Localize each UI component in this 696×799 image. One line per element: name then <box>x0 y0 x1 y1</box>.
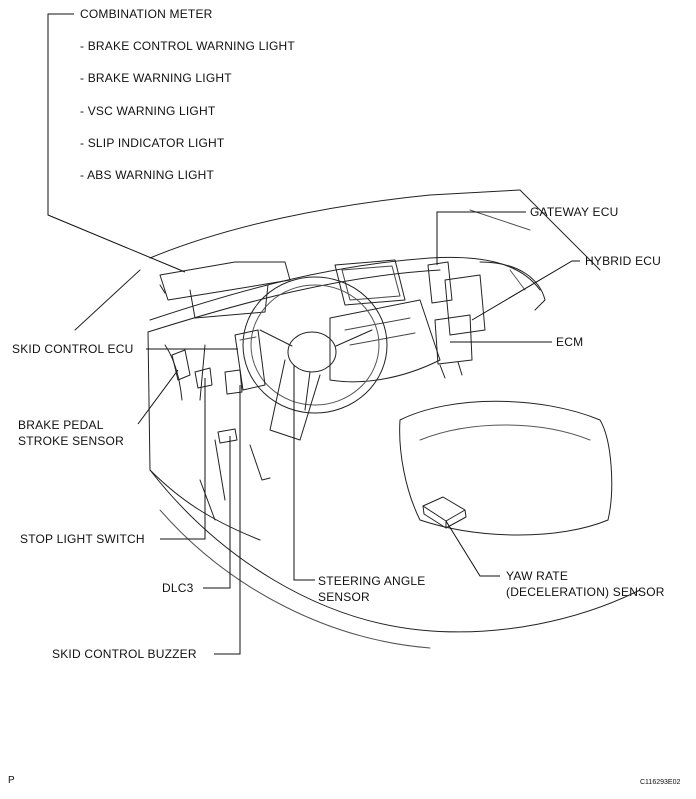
center-console <box>329 299 441 383</box>
brake-pedal-stroke-sensor-label-line2: STROKE SENSOR <box>18 434 124 448</box>
windshield-frame <box>149 189 521 259</box>
hybrid-ecu-label: HYBRID ECU <box>585 254 662 268</box>
figure-code: C116293E02 <box>640 779 681 786</box>
combination-meter-housing <box>159 261 291 301</box>
combination-meter-item: - ABS WARNING LIGHT <box>80 168 215 182</box>
combination-meter-label: COMBINATION METER <box>80 7 213 21</box>
dlc3-connector <box>217 428 238 444</box>
gateway-ecu-box <box>427 261 453 304</box>
hybrid-ecu-box <box>444 274 486 336</box>
leader-stop-light-switch <box>160 378 206 540</box>
leader-combination-meter <box>47 13 186 273</box>
leader-gateway-ecu <box>436 211 526 265</box>
leader-skid-control-buzzer <box>214 385 241 655</box>
leader-yaw-rate <box>445 520 500 577</box>
steering-angle-sensor-label-line2: SENSOR <box>318 590 370 604</box>
leader-steering-angle <box>293 365 315 581</box>
page-mark: P <box>8 775 15 786</box>
stop-light-switch-label: STOP LIGHT SWITCH <box>20 532 145 546</box>
a-pillar-right <box>519 189 601 271</box>
skid-control-buzzer-label: SKID CONTROL BUZZER <box>52 647 197 661</box>
ecm-box <box>434 314 473 365</box>
ecm-label: ECM <box>556 335 584 349</box>
passenger-seat <box>399 400 613 536</box>
gateway-ecu-label: GATEWAY ECU <box>530 205 619 219</box>
steering-wheel <box>242 276 388 414</box>
leader-brake-pedal-stroke <box>137 369 179 425</box>
brake-pedal-stroke-sensor-label-line1: BRAKE PEDAL <box>18 418 104 432</box>
a-pillar-left <box>74 269 141 331</box>
leader-dlc3 <box>203 436 231 589</box>
leader-hybrid-ecu <box>471 260 580 321</box>
steering-hub <box>287 331 337 373</box>
combination-meter-item: - BRAKE WARNING LIGHT <box>80 71 232 85</box>
yaw-rate-sensor-label-line2: (DECELERATION) SENSOR <box>506 585 665 599</box>
combination-meter-item: - VSC WARNING LIGHT <box>80 104 216 118</box>
yaw-rate-sensor-label-line1: YAW RATE <box>506 569 569 583</box>
brake-pedal-bracket <box>171 349 191 381</box>
skid-control-ecu-label: SKID CONTROL ECU <box>12 342 134 356</box>
combination-meter-item: - SLIP INDICATOR LIGHT <box>80 136 225 150</box>
dashboard-top <box>149 256 541 321</box>
buzzer-mount <box>224 369 243 395</box>
combination-meter-item: - BRAKE CONTROL WARNING LIGHT <box>80 39 295 53</box>
steering-angle-sensor-label-line1: STEERING ANGLE <box>318 574 426 588</box>
steering-column <box>269 359 321 441</box>
dlc3-label: DLC3 <box>162 581 194 595</box>
center-display <box>334 259 406 306</box>
